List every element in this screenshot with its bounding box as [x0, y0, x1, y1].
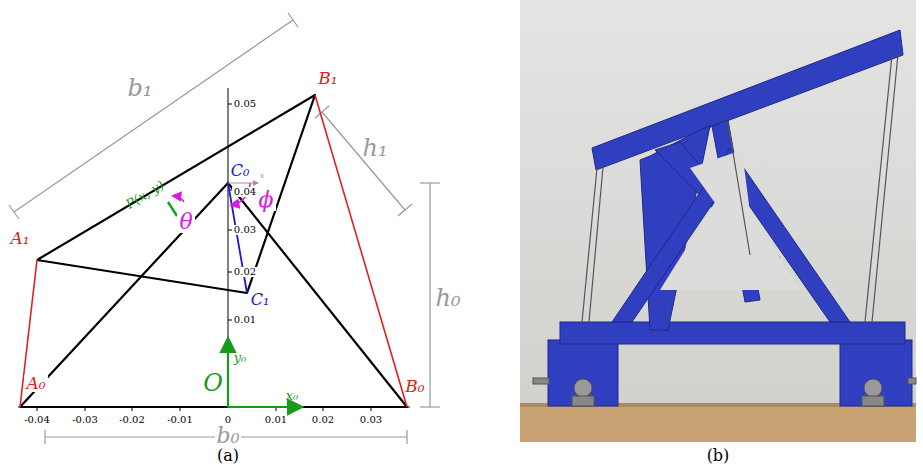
tick-label: -0.03 [72, 415, 98, 425]
axes [18, 88, 410, 411]
axis-label: y₀ [234, 351, 247, 364]
dimension-label: b₁ [128, 76, 153, 100]
subfigure-label: (a) [217, 448, 239, 464]
vertex-label: B₀ [405, 378, 424, 395]
angle-arc [174, 196, 184, 202]
axis-label: x₀ [286, 389, 299, 402]
tick-label: 0.03 [360, 415, 382, 425]
tick-label: 0 [225, 415, 231, 425]
vertex-label: A₀ [24, 375, 47, 392]
vertex-label: A₁ [10, 230, 29, 247]
tick-label: 0.03 [232, 225, 258, 235]
tick-label: -0.01 [167, 415, 193, 425]
tick-label: 0.01 [265, 415, 287, 425]
mechanism-links [20, 95, 407, 407]
angle-label: ϕ [257, 189, 276, 211]
vertex-label: B₁ [318, 70, 337, 87]
tick-label: 0.02 [312, 415, 334, 425]
origin-label: O [203, 371, 223, 395]
tick-label: 0.02 [232, 267, 258, 277]
dimension-label: h₀ [435, 286, 460, 310]
tick-label: -0.02 [119, 415, 145, 425]
angle-label: θ [177, 211, 194, 233]
point-mark [168, 202, 177, 216]
leg-cable [315, 95, 407, 407]
point-label: P(x, y) [124, 178, 167, 211]
subfigure-label: (b) [707, 448, 730, 464]
frame-axis [227, 340, 229, 407]
tick-label: -0.04 [24, 415, 50, 425]
vertex-label: C₁ [249, 292, 272, 308]
tick-label: 0.01 [232, 315, 258, 325]
local-axis [228, 183, 258, 184]
axis-label: x [260, 172, 265, 180]
vertex-label: C₀ [229, 163, 252, 179]
dimension-label: b₀ [215, 425, 242, 447]
prototype-photo [520, 0, 916, 442]
dimension-label: h₁ [362, 136, 387, 160]
frame-axis [228, 406, 300, 408]
tick-label: 0.04 [232, 187, 258, 197]
dimension-brackets [9, 13, 440, 444]
tick-label: 0.05 [232, 99, 258, 109]
